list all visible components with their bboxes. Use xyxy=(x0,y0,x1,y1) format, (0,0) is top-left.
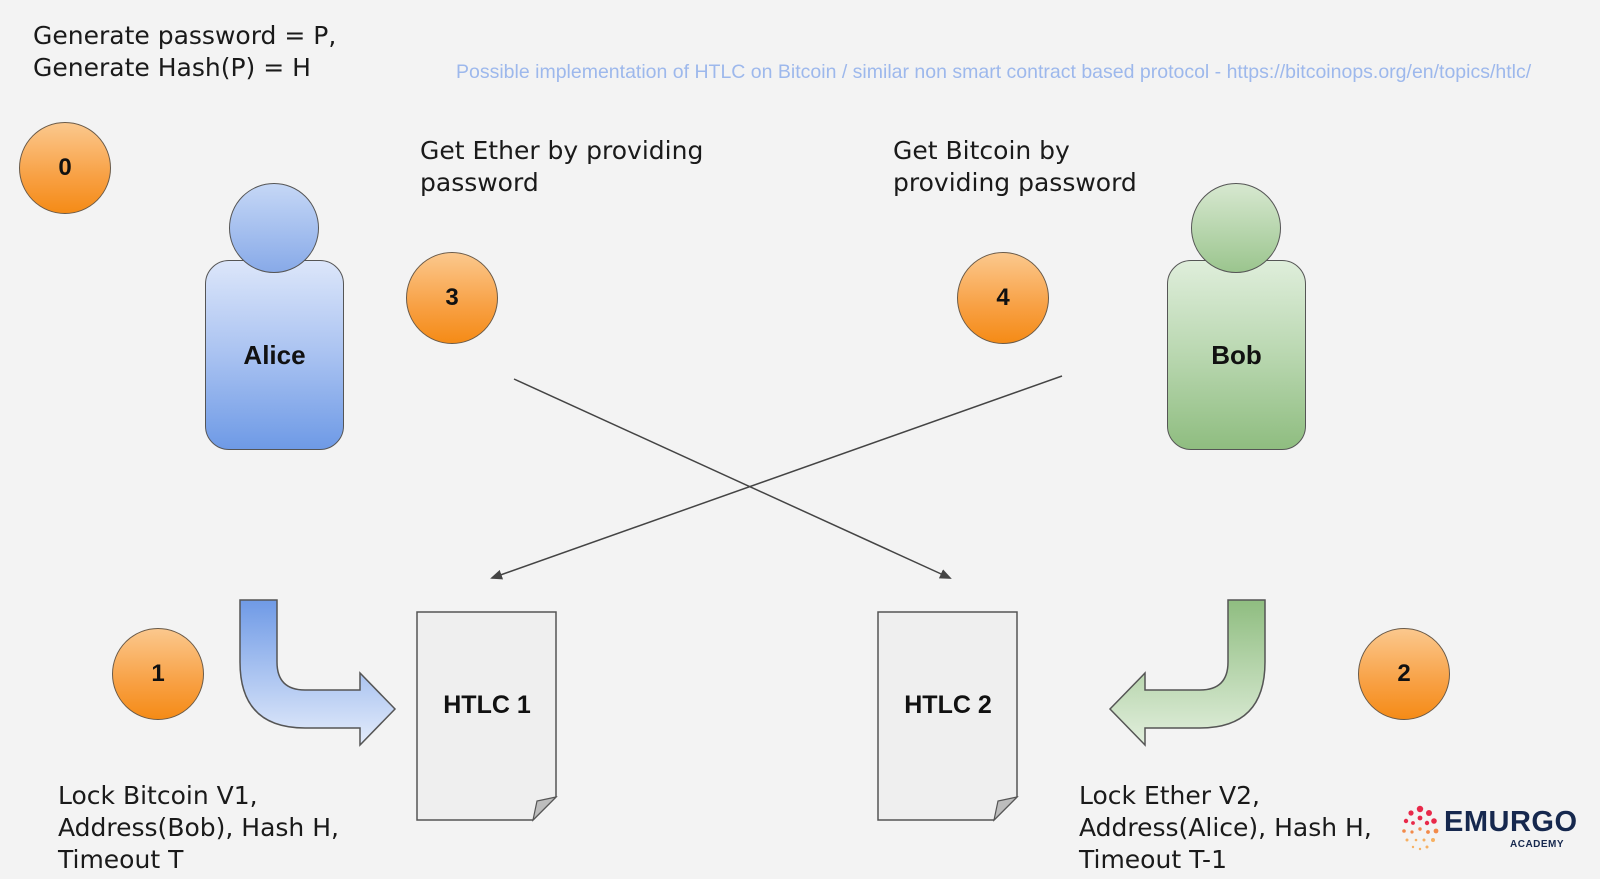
step1-badge: 1 xyxy=(112,628,204,720)
step1-line: Address(Bob), Hash H, xyxy=(58,813,339,842)
step3-badge: 3 xyxy=(406,252,498,344)
htlc2-label: HTLC 2 xyxy=(904,691,992,719)
htlc2-fold xyxy=(992,795,1019,822)
logo-wordmark: EMURGO xyxy=(1444,806,1578,838)
step2-line: Address(Alice), Hash H, xyxy=(1079,813,1372,842)
step4-line: Get Bitcoin by xyxy=(893,136,1070,165)
alice-figure: Alice xyxy=(205,260,344,450)
bob-lock-arrow xyxy=(1108,599,1266,747)
bob-label: Bob xyxy=(1211,339,1262,370)
bob-figure: Bob xyxy=(1167,260,1306,450)
step1-line: Lock Bitcoin V1, xyxy=(58,781,258,810)
alice-label: Alice xyxy=(243,339,306,370)
step0-badge: 0 xyxy=(19,122,111,214)
step3-text: Get Ether by providing password xyxy=(420,135,703,199)
step2-text: Lock Ether V2, Address(Alice), Hash H, T… xyxy=(1079,780,1372,876)
htlc1-label: HTLC 1 xyxy=(443,691,531,719)
diagram-caption: Possible implementation of HTLC on Bitco… xyxy=(456,61,1532,83)
logo-subtitle: ACADEMY xyxy=(1510,839,1565,850)
claim-line-bob-to-htlc1 xyxy=(490,375,1063,580)
step3-line: Get Ether by providing xyxy=(420,136,704,165)
step0-line: Generate Hash(P) = H xyxy=(33,53,311,82)
htlc1-fold xyxy=(531,795,558,822)
step4-text: Get Bitcoin by providing password xyxy=(893,135,1137,199)
alice-lock-arrow xyxy=(239,599,397,747)
step0-line: Generate password = P, xyxy=(33,21,337,50)
step2-badge: 2 xyxy=(1358,628,1450,720)
emurgo-logo: EMURGO ACADEMY xyxy=(1398,804,1578,856)
alice-head-icon xyxy=(229,183,319,273)
step4-line: providing password xyxy=(893,168,1137,197)
bob-head-icon xyxy=(1191,183,1281,273)
emurgo-dots-icon xyxy=(1402,805,1439,851)
claim-line-alice-to-htlc2 xyxy=(513,378,952,579)
step0-text: Generate password = P, Generate Hash(P) … xyxy=(33,20,336,84)
step2-line: Lock Ether V2, xyxy=(1079,781,1260,810)
step1-line: Timeout T xyxy=(58,845,184,874)
step3-line: password xyxy=(420,168,539,197)
step4-badge: 4 xyxy=(957,252,1049,344)
step1-text: Lock Bitcoin V1, Address(Bob), Hash H, T… xyxy=(58,780,339,876)
step2-line: Timeout T-1 xyxy=(1079,845,1227,874)
